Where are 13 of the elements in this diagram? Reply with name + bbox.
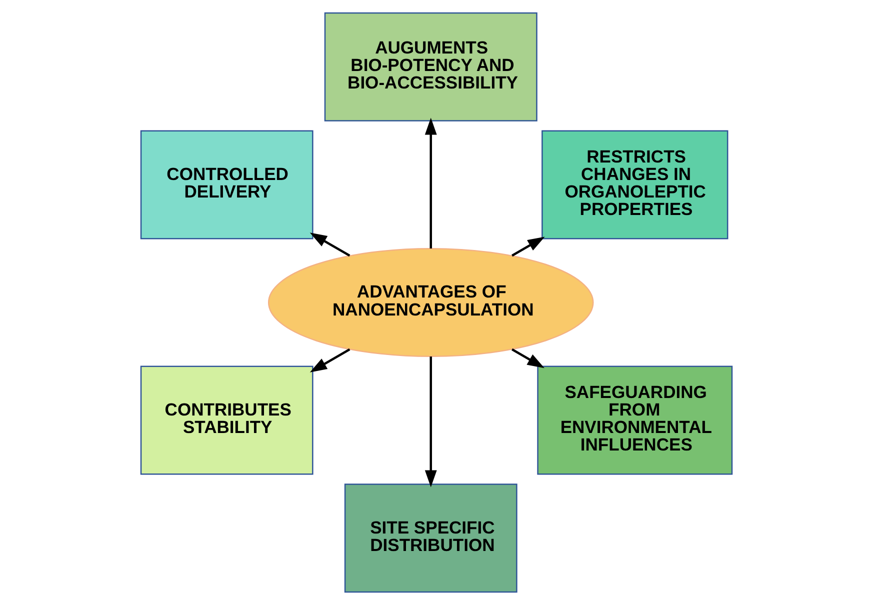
arrow (424, 118, 436, 248)
arrow (309, 232, 350, 257)
arrow (309, 348, 350, 372)
node-ellipse: ADVANTAGES OF NANOENCAPSULATION (267, 248, 594, 357)
node-box: RESTRICTS CHANGES IN ORGANOLEPTIC PROPERTIES (541, 130, 728, 240)
node-box: CONTRIBUTES STABILITY (140, 366, 313, 475)
arrow (511, 236, 544, 257)
node-box: AUGUMENTS BIO-POTENCY AND BIO-ACCESSIBILITY (324, 12, 537, 122)
node-box: SITE SPECIFIC DISTRIBUTION (344, 484, 517, 593)
arrow (424, 356, 436, 488)
node-box: SAFEGUARDING FROM ENVIRONMENTAL INFLUENCES (536, 366, 732, 475)
arrow (511, 348, 544, 368)
node-box: CONTROLLED DELIVERY (140, 130, 313, 240)
